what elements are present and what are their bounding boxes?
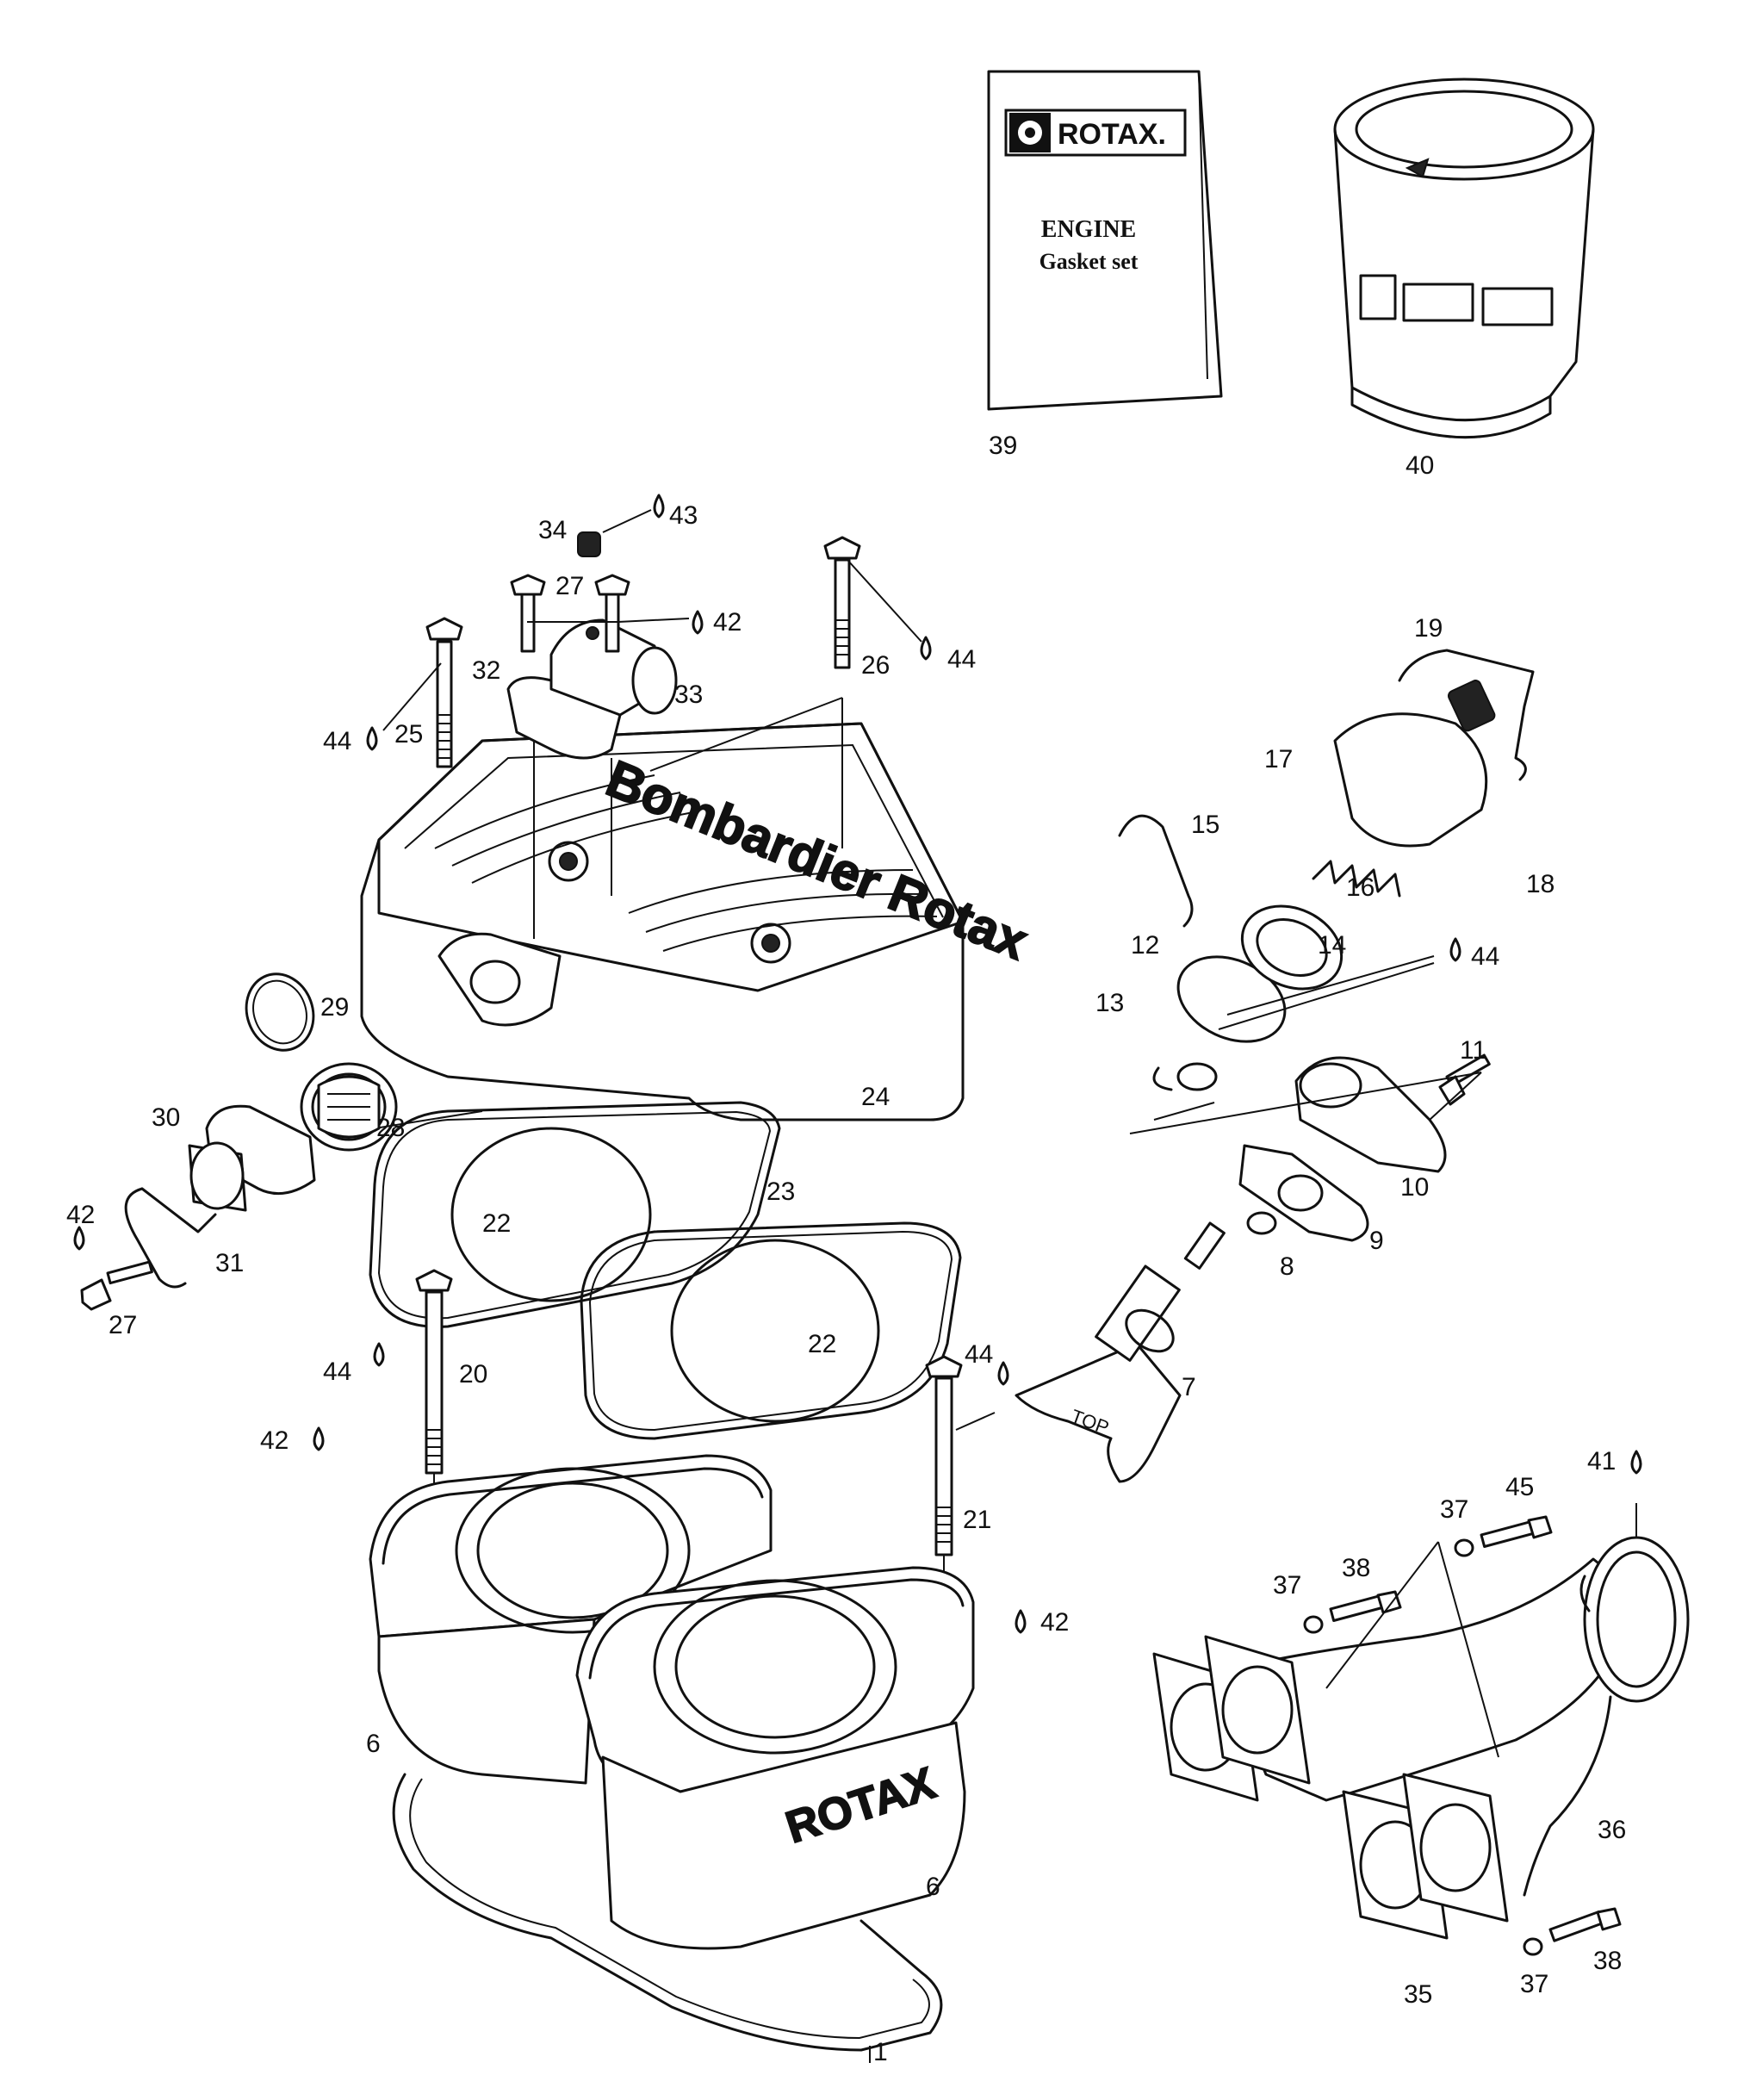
booklet-brand: ROTAX. <box>1058 118 1166 151</box>
callout-42c: 42 <box>260 1426 289 1455</box>
callout-1: 1 <box>873 2038 888 2066</box>
callout-22b: 22 <box>808 1330 836 1358</box>
water-outlet-elbow <box>506 618 678 760</box>
booklet-title-line1: ENGINE <box>1041 216 1136 243</box>
head-gasket-top <box>369 1101 781 1328</box>
valve-washer <box>1246 1211 1277 1235</box>
callout-45: 45 <box>1505 1473 1534 1501</box>
rotary-valve-shaft: TOP <box>1015 1221 1226 1483</box>
o-ring <box>245 972 315 1052</box>
callout-34: 34 <box>538 516 567 544</box>
cylinder-sleeve <box>1333 78 1595 439</box>
callout-29: 29 <box>320 993 349 1022</box>
valve-cover <box>1294 1056 1447 1173</box>
booklet-title-line2: Gasket set <box>1039 249 1139 274</box>
callout-6b: 6 <box>926 1873 940 1901</box>
callout-21: 21 <box>963 1506 991 1534</box>
callout-38b: 38 <box>1593 1947 1622 1975</box>
callout-44b: 44 <box>323 727 351 755</box>
bolt-11 <box>1438 1053 1491 1106</box>
callout-28: 28 <box>376 1114 405 1142</box>
callout-7: 7 <box>1182 1373 1196 1401</box>
manifold-bolts <box>1303 1515 1622 1956</box>
callout-labels: 1 6 6 7 8 9 10 11 12 13 14 15 16 17 18 1… <box>66 432 1626 2066</box>
callout-37a: 37 <box>1273 1571 1301 1600</box>
callout-30: 30 <box>152 1103 180 1132</box>
callout-40: 40 <box>1406 451 1434 480</box>
leader-lines-upper <box>374 509 922 1129</box>
cylinder-block-front: ROTAX <box>575 1566 975 1950</box>
callout-11: 11 <box>1460 1036 1486 1065</box>
callout-42a: 42 <box>713 608 742 637</box>
callout-16: 16 <box>1346 873 1375 902</box>
hose-36 <box>1523 1695 1612 1897</box>
callout-26: 26 <box>861 651 890 680</box>
callout-27b: 27 <box>109 1311 137 1339</box>
callout-17: 17 <box>1264 745 1293 774</box>
head-gasket-bottom <box>580 1221 962 1440</box>
manifold-flange-right <box>1342 1773 1509 1940</box>
callout-37b: 37 <box>1440 1495 1468 1524</box>
callout-8: 8 <box>1280 1252 1294 1281</box>
callout-18: 18 <box>1526 870 1555 898</box>
callout-6a: 6 <box>366 1730 381 1758</box>
callout-19: 19 <box>1414 614 1443 643</box>
callout-39: 39 <box>989 432 1017 460</box>
leader-lines-right <box>955 955 1482 1431</box>
callout-44c: 44 <box>323 1358 351 1386</box>
callout-44a: 44 <box>947 645 976 674</box>
bolts-head <box>425 531 861 768</box>
manifold <box>1221 1536 1690 1802</box>
thermostat-housing <box>188 1104 316 1212</box>
callout-33: 33 <box>674 680 703 709</box>
spring-clip <box>124 1187 217 1289</box>
diaphragm-assembly <box>1152 904 1344 1091</box>
callout-15: 15 <box>1191 811 1219 839</box>
callout-36: 36 <box>1598 1816 1626 1844</box>
gasket-set-booklet: ROTAX. ENGINE Gasket set <box>987 70 1223 411</box>
callout-38a: 38 <box>1342 1554 1370 1582</box>
cylinder-block-rear <box>369 1454 773 1785</box>
callout-24: 24 <box>861 1083 890 1111</box>
valve-housing-17 <box>1333 680 1496 848</box>
cylinder-head: Bombardier Rotax <box>360 722 1036 1121</box>
callout-44e: 44 <box>1471 942 1499 971</box>
callout-35: 35 <box>1404 1980 1432 2009</box>
wire-clip-19 <box>1398 649 1535 781</box>
callout-25: 25 <box>394 720 423 749</box>
lubricant-drop-icons <box>73 494 1642 1634</box>
spring-clip-15 <box>1118 814 1194 928</box>
callout-9: 9 <box>1369 1227 1384 1255</box>
callout-27a: 27 <box>555 572 584 600</box>
callout-32: 32 <box>472 656 500 685</box>
callout-41: 41 <box>1587 1447 1616 1476</box>
callout-42b: 42 <box>66 1201 95 1229</box>
callout-37c: 37 <box>1520 1970 1548 1998</box>
leader-lines-manifold <box>1325 1503 1637 1758</box>
manifold-flange-left <box>1152 1635 1311 1802</box>
base-gasket <box>392 1773 943 2063</box>
callout-42d: 42 <box>1040 1608 1069 1637</box>
callout-12: 12 <box>1131 931 1159 960</box>
cylinder-studs <box>415 1269 963 1628</box>
callout-31: 31 <box>215 1249 244 1277</box>
callout-20: 20 <box>459 1360 487 1389</box>
callout-23: 23 <box>766 1177 795 1206</box>
thermostat <box>300 1062 398 1152</box>
callout-14: 14 <box>1318 931 1346 960</box>
callout-43: 43 <box>669 501 698 530</box>
spring-16 <box>1312 860 1401 898</box>
callout-10: 10 <box>1400 1173 1429 1202</box>
callout-22a: 22 <box>482 1209 511 1238</box>
callout-44d: 44 <box>965 1340 993 1369</box>
valve-cover-gasket <box>1238 1144 1369 1242</box>
bolt-lower-left <box>80 1260 153 1311</box>
callout-13: 13 <box>1095 989 1124 1017</box>
